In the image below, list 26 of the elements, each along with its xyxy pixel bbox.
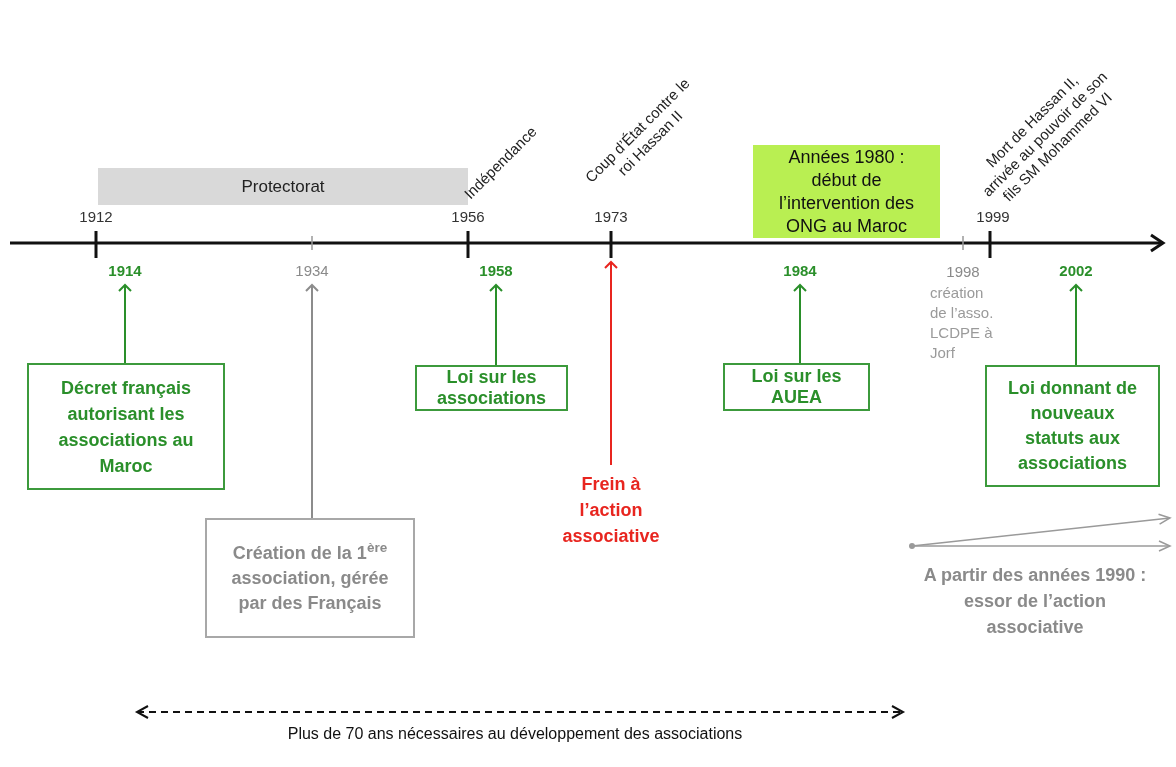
arrow: [489, 284, 503, 366]
year-tick-label: 1999: [975, 207, 1011, 227]
event-box: Loi sur les AUEA: [723, 363, 870, 411]
year-label: 1958: [476, 260, 516, 282]
arrow: [604, 261, 618, 466]
year-label: 1998: [945, 262, 981, 282]
trend-text: A partir des années 1990 : essor de l’action associative: [900, 560, 1170, 642]
year-label: 1984: [780, 260, 820, 282]
annotation-text: création de l’asso. LCDPE à Jorf: [930, 283, 995, 363]
arrow: [1069, 284, 1083, 366]
arrow: [118, 284, 132, 364]
year-label: 1914: [105, 260, 145, 282]
event-box: Création de la 1$^{ère}$ association, gérée par des Français: [205, 518, 415, 638]
arrow: [793, 284, 807, 364]
era-box: Années 1980 : début de l’intervention des ONG au Maroc: [753, 145, 940, 238]
event-box: Décret français autorisant les associations au Maroc: [27, 363, 225, 490]
year-label: 2002: [1056, 260, 1096, 282]
year-tick-label: 1956: [450, 207, 486, 227]
year-label: 1934: [292, 260, 332, 282]
year-tick-label: 1973: [593, 207, 629, 227]
event-box: Loi donnant de nouveaux statuts aux associations: [985, 365, 1160, 487]
event-text: Frein à l’action associative: [553, 465, 669, 555]
span-caption: Plus de 70 ans nécessaires au développement des associations: [286, 724, 744, 744]
arrow: [305, 284, 319, 519]
event-box: Loi sur les associations: [415, 365, 568, 411]
year-tick-label: 1912: [78, 207, 114, 227]
